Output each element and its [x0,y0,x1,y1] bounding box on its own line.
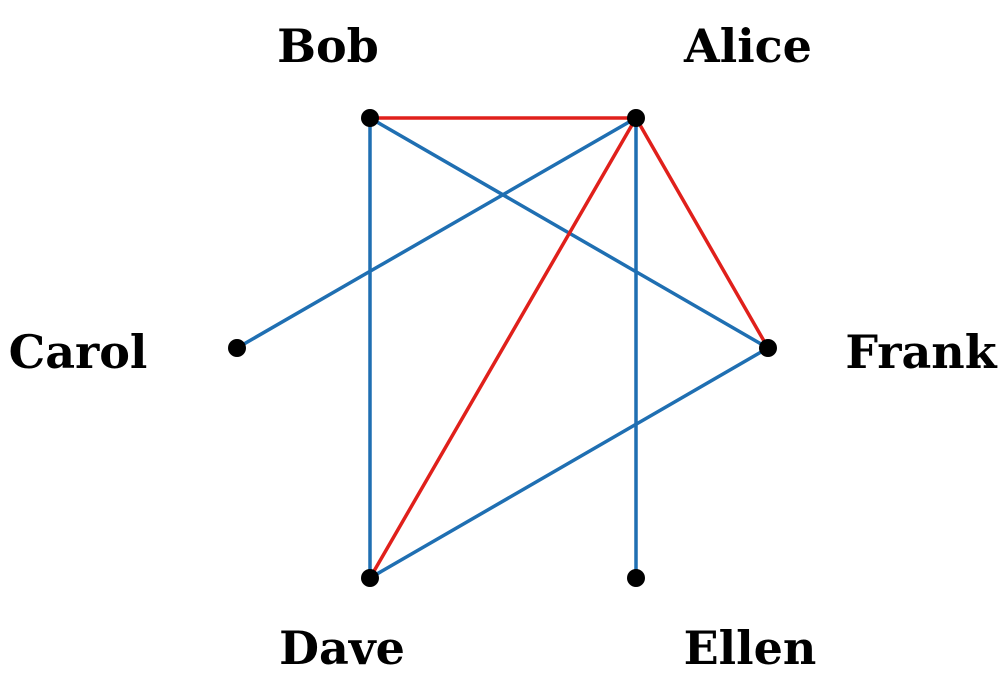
node-label-ellen: Ellen [684,621,817,675]
edges-layer [235,116,770,580]
node-frank [759,339,777,357]
edge-alice-frank [634,116,770,350]
node-label-dave: Dave [279,621,405,675]
edge-alice-dave [368,116,638,580]
node-ellen [627,569,645,587]
edge-dave-frank [368,346,770,580]
node-alice [627,109,645,127]
edge-alice-carol [235,116,638,350]
node-bob [361,109,379,127]
node-label-alice: Alice [683,19,812,73]
nodes-layer [228,109,777,587]
node-carol [228,339,246,357]
node-dave [361,569,379,587]
node-label-carol: Carol [9,325,148,379]
node-label-bob: Bob [277,19,379,73]
node-label-frank: Frank [845,325,997,379]
